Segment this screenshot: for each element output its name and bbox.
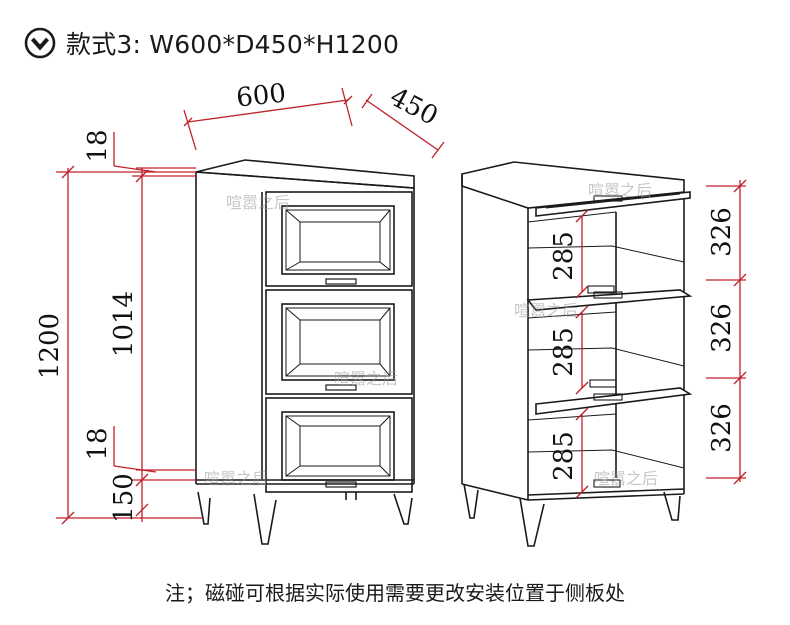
door-3-handle: [325, 481, 357, 488]
flap-3: [527, 387, 693, 421]
watermark: 喧嚣之后: [204, 469, 268, 488]
door-2-handle: [325, 384, 357, 391]
body-height-label: 1014: [109, 291, 139, 357]
open-view-cabinet: [461, 161, 693, 547]
door-1-handle: [325, 278, 357, 285]
shelf-2: [527, 347, 685, 388]
shelf-1: [527, 245, 685, 294]
dimension-lines: [56, 87, 747, 525]
front-view-legs: [197, 491, 413, 545]
door-2: [265, 289, 413, 395]
total-height-label: 1200: [35, 313, 65, 379]
leg-height-label: 150: [109, 473, 139, 523]
depth-label: 450: [385, 82, 443, 132]
watermark: 喧嚣之后: [334, 369, 398, 388]
door-1: [265, 191, 413, 287]
open-view-legs: [463, 483, 681, 547]
top-panel-label: 18: [83, 129, 113, 162]
footnote: 注；磁碰可根据实际使用需要更改安装位置于侧板处: [165, 581, 625, 605]
compartment-1-label: 326: [707, 207, 737, 257]
watermark: 喧嚣之后: [514, 301, 578, 320]
chevron-down-circle-icon: [24, 27, 56, 59]
compartment-3-label: 326: [707, 403, 737, 453]
dimension-labels: 600 450 1200 1014 18 18 150 326 326 326 …: [35, 79, 737, 523]
compartment-2-label: 326: [707, 303, 737, 353]
watermarks: 喧嚣之后 喧嚣之后 喧嚣之后 喧嚣之后 喧嚣之后 喧嚣之后: [204, 181, 658, 488]
watermark: 喧嚣之后: [226, 193, 290, 212]
magnet-1-label: 285: [549, 231, 579, 281]
shelf-3: [527, 449, 685, 488]
front-view-cabinet: [195, 159, 415, 545]
magnet-2-label: 285: [549, 327, 579, 377]
flap-1: [527, 191, 691, 223]
watermark: 喧嚣之后: [588, 181, 652, 200]
door-3: [265, 397, 413, 493]
flap-2: [526, 289, 693, 319]
watermark: 喧嚣之后: [594, 469, 658, 488]
width-label: 600: [235, 79, 288, 114]
title-row: 款式3: W600*D450*H1200: [24, 26, 399, 60]
magnet-3-label: 285: [549, 431, 579, 481]
page-title: 款式3: W600*D450*H1200: [66, 30, 400, 59]
bottom-panel-label: 18: [83, 427, 113, 460]
